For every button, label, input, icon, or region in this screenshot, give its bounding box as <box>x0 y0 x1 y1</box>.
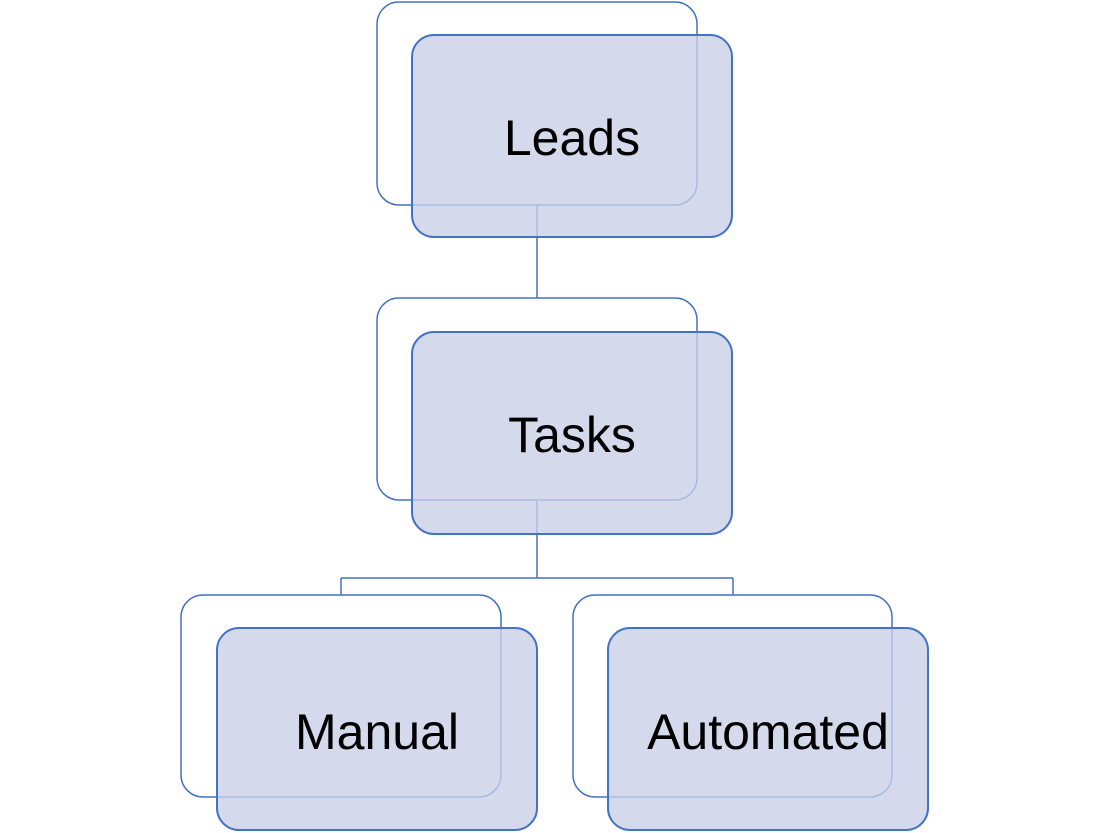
node-leads-label: Leads <box>504 110 640 166</box>
node-leads-box <box>411 34 733 238</box>
node-tasks-label: Tasks <box>508 407 636 463</box>
node-manual: Manual <box>180 594 538 831</box>
node-tasks: Tasks <box>376 297 733 535</box>
node-automated: Automated <box>572 594 929 831</box>
node-leads: Leads <box>376 1 733 238</box>
node-automated-label: Automated <box>647 704 889 760</box>
node-manual-label: Manual <box>295 704 459 760</box>
node-tasks-box <box>411 331 733 535</box>
node-manual-box <box>216 627 538 831</box>
node-automated-box <box>607 627 929 831</box>
